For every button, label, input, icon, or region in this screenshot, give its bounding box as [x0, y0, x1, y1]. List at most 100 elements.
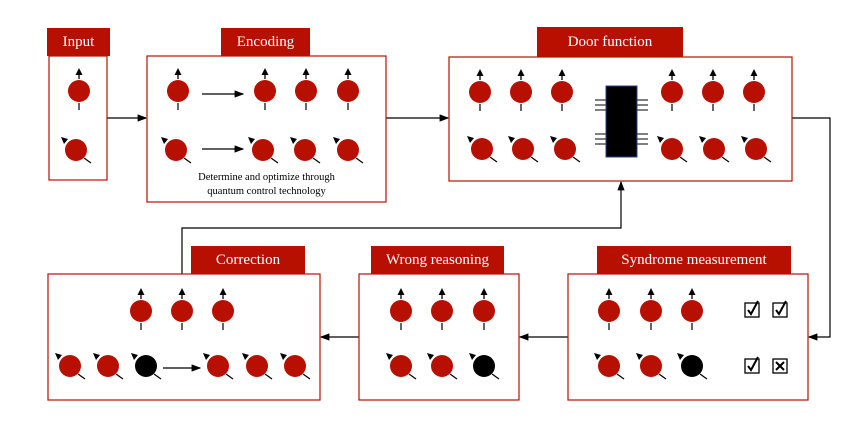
- spin-arrowhead-icon: [438, 288, 446, 295]
- spin-tail-icon: [77, 373, 86, 380]
- spin-tail-icon: [679, 156, 688, 163]
- spin-tail-icon: [264, 373, 273, 380]
- spin-arrowhead-icon: [55, 353, 62, 360]
- spin-arrowhead-icon: [61, 137, 68, 144]
- spin-up-icon: [640, 300, 662, 322]
- label-door-function: Door function: [537, 27, 683, 57]
- spin-tail-icon: [572, 156, 581, 163]
- spin-arrowhead-icon: [476, 69, 484, 76]
- spin-tilted-icon: [207, 355, 229, 377]
- spin-arrowhead-icon: [302, 68, 310, 75]
- spin-tilted-icon: [294, 139, 316, 161]
- spin-arrowhead-icon: [469, 353, 476, 360]
- spin-tail-icon: [183, 157, 192, 164]
- spin-arrowhead-icon: [480, 288, 488, 295]
- spin-tail-icon: [312, 157, 321, 164]
- spin-up-icon: [254, 80, 276, 102]
- spin-arrowhead-icon: [75, 68, 83, 75]
- spin-tail-icon: [355, 157, 364, 164]
- spin-arrowhead-icon: [636, 353, 643, 360]
- spin-arrowhead-icon: [178, 288, 186, 295]
- spin-up-icon: [167, 80, 189, 102]
- spin-tilted-icon: [252, 139, 274, 161]
- spin-tilted-icon: [640, 355, 662, 377]
- spin-tilted-icon: [471, 138, 493, 160]
- spin-up-icon: [473, 300, 495, 322]
- spin-up-icon: [681, 300, 703, 322]
- spin-tilted-icon: [165, 139, 187, 161]
- encoding-note-line1: Determine and optimize through: [198, 172, 335, 183]
- spin-tail-icon: [721, 156, 730, 163]
- spin-tail-icon: [489, 156, 498, 163]
- spin-tilted-icon: [745, 138, 767, 160]
- spin-arrowhead-icon: [668, 69, 676, 76]
- spin-up-icon: [743, 81, 765, 103]
- spin-tilted-icon: [681, 355, 703, 377]
- spin-arrowhead-icon: [161, 137, 168, 144]
- spin-up-icon: [171, 300, 193, 322]
- spin-tilted-icon: [661, 138, 683, 160]
- spin-tail-icon: [302, 373, 311, 380]
- spin-tail-icon: [616, 373, 625, 380]
- spin-arrowhead-icon: [137, 288, 145, 295]
- spin-arrowhead-icon: [750, 69, 758, 76]
- spin-up-icon: [551, 81, 573, 103]
- spin-arrowhead-icon: [203, 353, 210, 360]
- spin-tail-icon: [699, 373, 708, 380]
- spin-arrowhead-icon: [219, 288, 227, 295]
- spin-arrowhead-icon: [397, 288, 405, 295]
- spin-up-icon: [431, 300, 453, 322]
- label-input: Input: [47, 28, 110, 56]
- encoding-note: Determine and optimize through quantum c…: [147, 171, 386, 199]
- spin-arrowhead-icon: [280, 353, 287, 360]
- spin-arrowhead-icon: [467, 136, 474, 143]
- spin-arrowhead-icon: [688, 288, 696, 295]
- spin-tilted-icon: [390, 355, 412, 377]
- spin-tail-icon: [270, 157, 279, 164]
- spin-tilted-icon: [59, 355, 81, 377]
- checkmark-icon: [775, 300, 787, 316]
- spin-tilted-icon: [598, 355, 620, 377]
- spin-tilted-icon: [97, 355, 119, 377]
- spin-tail-icon: [763, 156, 772, 163]
- spin-arrowhead-icon: [174, 68, 182, 75]
- spin-arrowhead-icon: [709, 69, 717, 76]
- spin-tail-icon: [225, 373, 234, 380]
- spin-arrowhead-icon: [699, 136, 706, 143]
- spin-arrowhead-icon: [558, 69, 566, 76]
- spin-tail-icon: [408, 373, 417, 380]
- arrow-door-syndrome: [792, 117, 831, 341]
- spin-arrowhead-icon: [741, 136, 748, 143]
- spin-tail-icon: [449, 373, 458, 380]
- encoding-note-line2: quantum control technology: [207, 186, 326, 197]
- spin-arrowhead-icon: [248, 137, 255, 144]
- spin-up-icon: [337, 80, 359, 102]
- checkmark-icon: [747, 300, 759, 316]
- spin-tilted-icon: [65, 139, 87, 161]
- spin-tail-icon: [491, 373, 500, 380]
- spin-tail-icon: [658, 373, 667, 380]
- spin-up-icon: [390, 300, 412, 322]
- spin-arrowhead-icon: [427, 353, 434, 360]
- spin-arrowhead-icon: [657, 136, 664, 143]
- spin-tilted-icon: [431, 355, 453, 377]
- spin-arrowhead-icon: [290, 137, 297, 144]
- label-wrong-reasoning: Wrong reasoning: [371, 246, 504, 274]
- spin-arrowhead-icon: [647, 288, 655, 295]
- label-syndrome: Syndrome measurement: [597, 246, 791, 274]
- spin-tilted-icon: [554, 138, 576, 160]
- spin-arrowhead-icon: [261, 68, 269, 75]
- arrow-correction-door: [181, 180, 625, 274]
- spin-up-icon: [598, 300, 620, 322]
- spin-arrowhead-icon: [594, 353, 601, 360]
- spin-tail-icon: [530, 156, 539, 163]
- checkmark-icon: [747, 356, 759, 372]
- spin-arrowhead-icon: [508, 136, 515, 143]
- spin-arrowhead-icon: [386, 353, 393, 360]
- spin-tilted-icon: [135, 355, 157, 377]
- spin-arrowhead-icon: [344, 68, 352, 75]
- spin-tail-icon: [153, 373, 162, 380]
- spin-tilted-icon: [246, 355, 268, 377]
- spin-up-icon: [130, 300, 152, 322]
